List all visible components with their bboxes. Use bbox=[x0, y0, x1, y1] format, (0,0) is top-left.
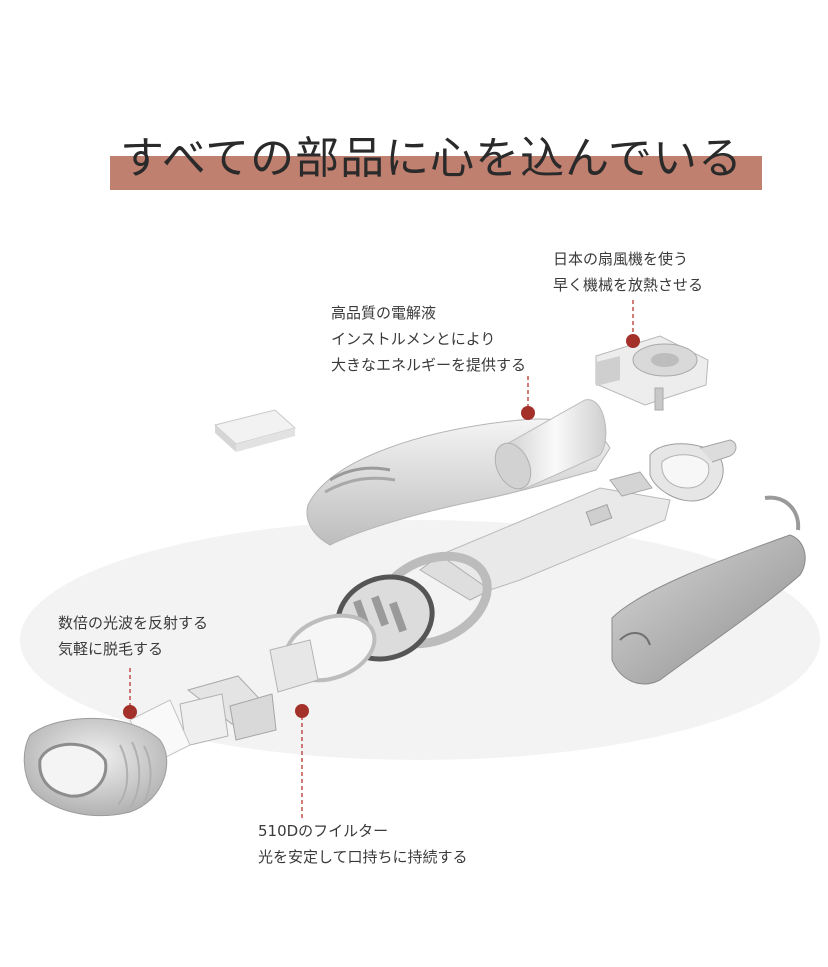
fan-part bbox=[595, 335, 709, 411]
fan-caption-line: 早く機械を放熱させる bbox=[553, 276, 704, 294]
lens-caption: 数倍の光波を反射する 気軽に脱毛する bbox=[58, 610, 208, 662]
lens-caption-line: 数倍の光波を反射する bbox=[58, 614, 209, 632]
filter-caption: 510Dのフイルター 光を安定して口持ちに持続する bbox=[258, 818, 468, 870]
capacitor-caption-line: 大きなエネルギーを提供する bbox=[331, 356, 527, 374]
lens-caption-line: 気軽に脱毛する bbox=[58, 640, 164, 658]
filter-frame-part bbox=[269, 613, 377, 693]
title-accent-bar bbox=[110, 156, 762, 190]
filter-plate-part bbox=[179, 675, 277, 747]
filter-caption-line: 510Dのフイルター bbox=[258, 822, 389, 840]
filter-marker bbox=[295, 704, 309, 718]
capacitor-caption-line: インストルメンとにより bbox=[331, 330, 496, 348]
front-head-part bbox=[23, 717, 168, 817]
fan-caption: 日本の扇風機を使う 早く機械を放熱させる bbox=[553, 246, 703, 298]
capacitor-part bbox=[494, 399, 607, 491]
filter-caption-line: 光を安定して口持ちに持続する bbox=[258, 848, 468, 866]
page-title: すべての部品に心を込んでいる bbox=[120, 133, 743, 184]
lens-marker bbox=[123, 705, 137, 719]
fan-caption-line: 日本の扇風機を使う bbox=[553, 250, 689, 268]
small-cap-part bbox=[213, 409, 297, 452]
fan-marker bbox=[626, 334, 640, 348]
bracket-part bbox=[649, 439, 737, 502]
capacitor-marker bbox=[521, 406, 535, 420]
capacitor-caption: 高品質の電解液 インストルメンとにより 大きなエネルギーを提供する bbox=[331, 300, 526, 378]
lower-shell-part bbox=[611, 495, 806, 685]
capacitor-caption-line: 高品質の電解液 bbox=[331, 304, 437, 322]
